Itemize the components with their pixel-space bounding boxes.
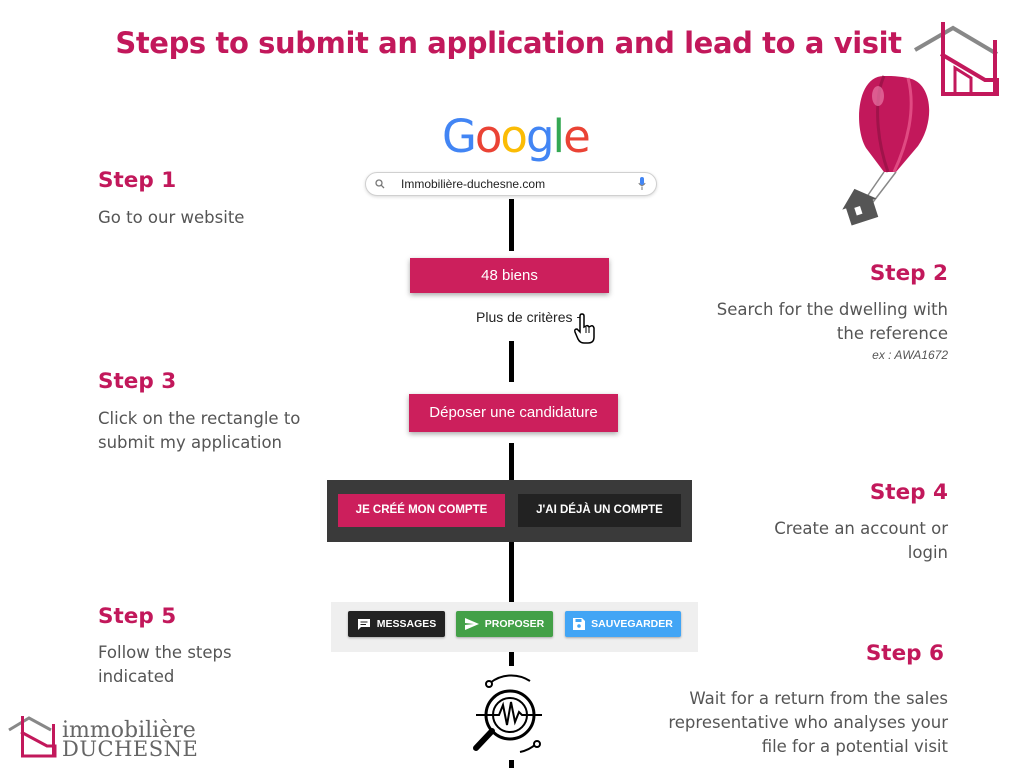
propose-label: PROPOSER — [484, 618, 545, 630]
search-value: Immobilière-duchesne.com — [401, 177, 546, 191]
step-3-description: Click on the rectangle to submit my appl… — [98, 407, 300, 455]
google-letter: G — [442, 110, 477, 163]
step-3-line: submit my application — [98, 433, 282, 452]
message-icon — [357, 618, 370, 630]
hot-air-balloon-icon — [842, 75, 930, 226]
messages-label: MESSAGES — [376, 618, 437, 630]
step-4-line: login — [907, 543, 948, 562]
account-panel: JE CRÉÉ MON COMPTE J'AI DÉJÀ UN COMPTE — [327, 480, 692, 542]
house-logo-icon — [913, 22, 999, 96]
step-2-reference-note: ex : AWA1672 — [872, 348, 948, 362]
google-letter: o — [500, 110, 528, 163]
action-toolbar: MESSAGES PROPOSER SAUVEGARDER — [331, 602, 698, 652]
search-input[interactable]: Immobilière-duchesne.com — [365, 172, 657, 196]
step-3-line: Click on the rectangle to — [98, 409, 301, 428]
connector-line — [509, 760, 514, 768]
page-title: Steps to submit an application and lead … — [115, 26, 902, 60]
step-3-heading: Step 3 — [98, 369, 177, 394]
step-2-line: the reference — [836, 324, 948, 343]
step-2-description: Search for the dwelling with the referen… — [717, 298, 948, 346]
search-icon — [375, 179, 385, 189]
brand-logo-icon — [8, 716, 57, 758]
step-4-description: Create an account or login — [774, 517, 948, 565]
connector-line — [509, 341, 514, 382]
step-5-line: Follow the steps — [98, 643, 232, 662]
google-letter: g — [525, 110, 555, 163]
create-account-button[interactable]: JE CRÉÉ MON COMPTE — [338, 494, 505, 527]
send-icon — [464, 618, 479, 630]
apply-button[interactable]: Déposer une candidature — [409, 394, 618, 432]
step-6-heading: Step 6 — [865, 641, 944, 666]
brand-name-line-2: DUCHESNE — [62, 737, 199, 761]
step-4-line: Create an account or — [774, 519, 948, 538]
google-letter: l — [552, 110, 565, 163]
google-letter: o — [474, 110, 503, 163]
save-button[interactable]: SAUVEGARDER — [565, 611, 681, 637]
connector-line — [509, 199, 514, 251]
step-1-description: Go to our website — [98, 206, 244, 230]
step-5-line: indicated — [98, 667, 175, 686]
save-label: SAUVEGARDER — [591, 618, 673, 630]
step-5-heading: Step 5 — [98, 604, 177, 629]
messages-button[interactable]: MESSAGES — [348, 611, 445, 637]
connector-line — [509, 541, 514, 603]
propose-button[interactable]: PROPOSER — [456, 611, 553, 637]
step-6-line: file for a potential visit — [761, 737, 948, 756]
step-2-heading: Step 2 — [869, 261, 948, 286]
mic-icon[interactable] — [638, 177, 646, 191]
google-letter: e — [563, 110, 591, 163]
connector-line — [509, 652, 514, 666]
step-6-description: Wait for a return from the sales represe… — [668, 687, 948, 759]
step-6-line: Wait for a return from the sales — [689, 689, 948, 708]
connector-line — [509, 443, 514, 481]
step-1-heading: Step 1 — [98, 168, 177, 193]
login-button[interactable]: J'AI DÉJÀ UN COMPTE — [518, 494, 681, 527]
more-criteria-link[interactable]: Plus de critères + — [476, 309, 585, 325]
step-2-line: Search for the dwelling with — [716, 300, 948, 319]
step-6-line: representative who analyses your — [668, 713, 948, 732]
google-logo: Google — [442, 110, 591, 163]
step-1-line: Go to our website — [98, 208, 245, 227]
brand-name-line-1: immobilière — [62, 718, 196, 743]
analysis-magnifier-icon — [473, 674, 542, 753]
step-5-description: Follow the steps indicated — [98, 641, 232, 689]
pointer-hand-icon — [574, 313, 595, 344]
step-4-heading: Step 4 — [869, 480, 948, 505]
results-button[interactable]: 48 biens — [410, 258, 609, 293]
save-icon — [573, 618, 586, 630]
